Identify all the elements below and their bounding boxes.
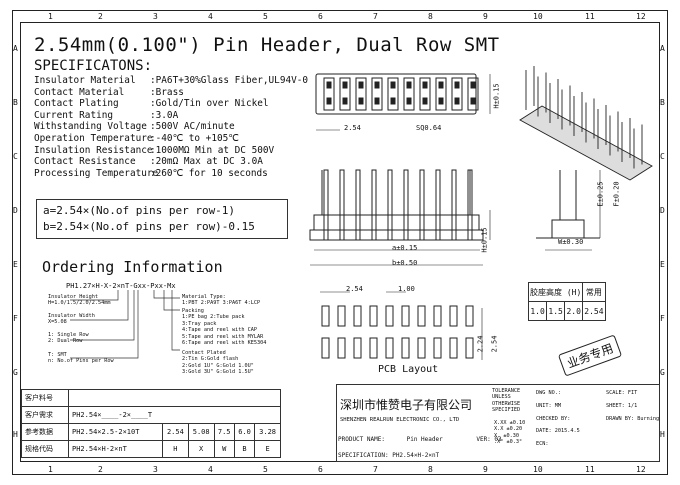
pin-front: [355, 169, 361, 241]
pcb-pad: [433, 337, 442, 359]
pcb-pad: [369, 337, 378, 359]
pin-top: [387, 77, 399, 111]
spec-row: Processing Temperature:260℃ for 10 secon…: [34, 167, 268, 179]
spec-row: Contact Material:Brass: [34, 86, 184, 98]
pin-front: [371, 169, 377, 241]
pin-front: [339, 169, 345, 241]
pin-top: [403, 77, 415, 111]
formula-box: a=2.54×(No.of pins per row-1) b=2.54×(No…: [36, 199, 288, 239]
tolerance-values: X.XX ±0.10 X.X ±0.20 X. ±0.30 .X° ±0.3°: [494, 420, 526, 446]
pin-front: [419, 169, 425, 241]
pin-top: [451, 77, 463, 111]
front-view: [309, 169, 491, 266]
pin-front: [323, 169, 329, 241]
pcb-layout: [320, 291, 483, 360]
info-block-right: SCALE: FIT SHEET: 1/1 DRAWN BY: Burning: [606, 390, 660, 422]
company-cn: 深圳市惟赞电子有限公司: [340, 398, 473, 412]
dim-b050: b±0.50: [392, 259, 418, 267]
ordering-code: PH1.27×H-X-2×nT-Gxx-Pxx-Mx: [66, 282, 176, 290]
dim-h015: H±0.15: [480, 227, 489, 253]
ordering-heading: Ordering Information: [42, 258, 223, 276]
technical-drawings: [309, 66, 653, 360]
dim-a015: a±0.15: [392, 244, 418, 252]
dim-x015: H±0.15: [492, 83, 501, 109]
spec-row: Contact Resistance:20mΩ Max at DC 3.0A: [34, 156, 263, 168]
pcb-pad: [369, 305, 378, 327]
pcb-pad: [353, 305, 362, 327]
pcb-pad: [433, 305, 442, 327]
pin-front: [467, 169, 473, 241]
pcb-pad: [417, 305, 426, 327]
pin-top: [371, 77, 383, 111]
pcb-pad: [385, 337, 394, 359]
spec-row: Contact Plating:Gold/Tin over Nickel: [34, 98, 269, 110]
product-name: PRODUCT NAME: Pin Header VER: 03: [338, 436, 502, 443]
dim-pcb-pitch: 2.54: [346, 285, 363, 293]
spec-row: Operation Temperature:-40℃ to +105℃: [34, 132, 239, 144]
pin-front: [451, 169, 457, 241]
pcb-pad: [385, 305, 394, 327]
drawing-title: 2.54mm(0.100") Pin Header, Dual Row SMT: [34, 34, 500, 56]
pcb-pad: [321, 305, 330, 327]
pin-top: [323, 77, 335, 111]
pcb-pad: [465, 337, 474, 359]
pcb-pad: [449, 337, 458, 359]
drawing-frame: [12, 10, 668, 475]
ord-material: Material Type:1:PBT 2:PA9T 3:PA6T 4:LCP: [182, 294, 261, 307]
pcb-pad: [353, 337, 362, 359]
top-view: [315, 73, 491, 131]
dim-pitch-top: 2.54: [344, 124, 361, 132]
height-header: 胶座高度 (H): [527, 282, 584, 302]
formula-a: a=2.54×(No.of pins per row-1): [43, 204, 236, 217]
spec-row: Current Rating:3.0A: [34, 109, 179, 121]
dim-sq064: SQ0.64: [416, 124, 442, 132]
pcb-pad: [321, 337, 330, 359]
specs-list: Insulator Material:PA6T+30%Glass Fiber,U…: [34, 75, 308, 179]
product-spec: SPECIFICATION: PH2.54×H-2×nT: [338, 452, 440, 459]
pin-top: [435, 77, 447, 111]
pcb-layout-label: PCB Layout: [378, 364, 439, 375]
dim-e025: E±0.25: [596, 181, 605, 207]
side-view: [536, 170, 601, 251]
pin-top: [467, 77, 479, 111]
specs-heading: SPECIFICATONS:: [34, 58, 153, 74]
pin-front: [435, 169, 441, 241]
pin-front: [387, 169, 393, 241]
pcb-pad: [465, 305, 474, 327]
pin-top: [339, 77, 351, 111]
iso-view: [519, 66, 653, 181]
ordering-leader-lines: [70, 290, 180, 359]
dim-pcb-254: 2.54: [490, 335, 499, 353]
formula-b: b=2.54×(No.of pins per row)-0.15: [43, 220, 255, 233]
pcb-pad: [417, 337, 426, 359]
spec-row: Withstanding Voltage:500V AC/minute: [34, 121, 235, 133]
pcb-pad: [449, 305, 458, 327]
spec-row: Insulator Material:PA6T+30%Glass Fiber,U…: [34, 75, 309, 86]
common-header: 常用: [582, 282, 606, 302]
pin-front: [403, 169, 409, 241]
pcb-pad: [401, 337, 410, 359]
dim-pcb-224: 2.24: [476, 335, 485, 353]
pin-top: [355, 77, 367, 111]
pcb-pad: [337, 305, 346, 327]
spec-row: Insulation Resistance:1000MΩ Min at DC 5…: [34, 144, 275, 156]
pcb-pad: [337, 337, 346, 359]
company-en: SHENZHEN REALRUN ELECTRONIC CO., LTD: [340, 417, 460, 423]
info-block: DWG NO.: UNIT: MM CHECKED BY: DATE: 2015…: [536, 390, 580, 448]
pcb-pad: [401, 305, 410, 327]
dim-pcb-pad: 1.00: [398, 285, 415, 293]
title-block: [336, 384, 660, 462]
dim-f020: F±0.20: [612, 181, 621, 207]
pin-top: [419, 77, 431, 111]
dim-w030: W±0.30: [558, 238, 584, 246]
